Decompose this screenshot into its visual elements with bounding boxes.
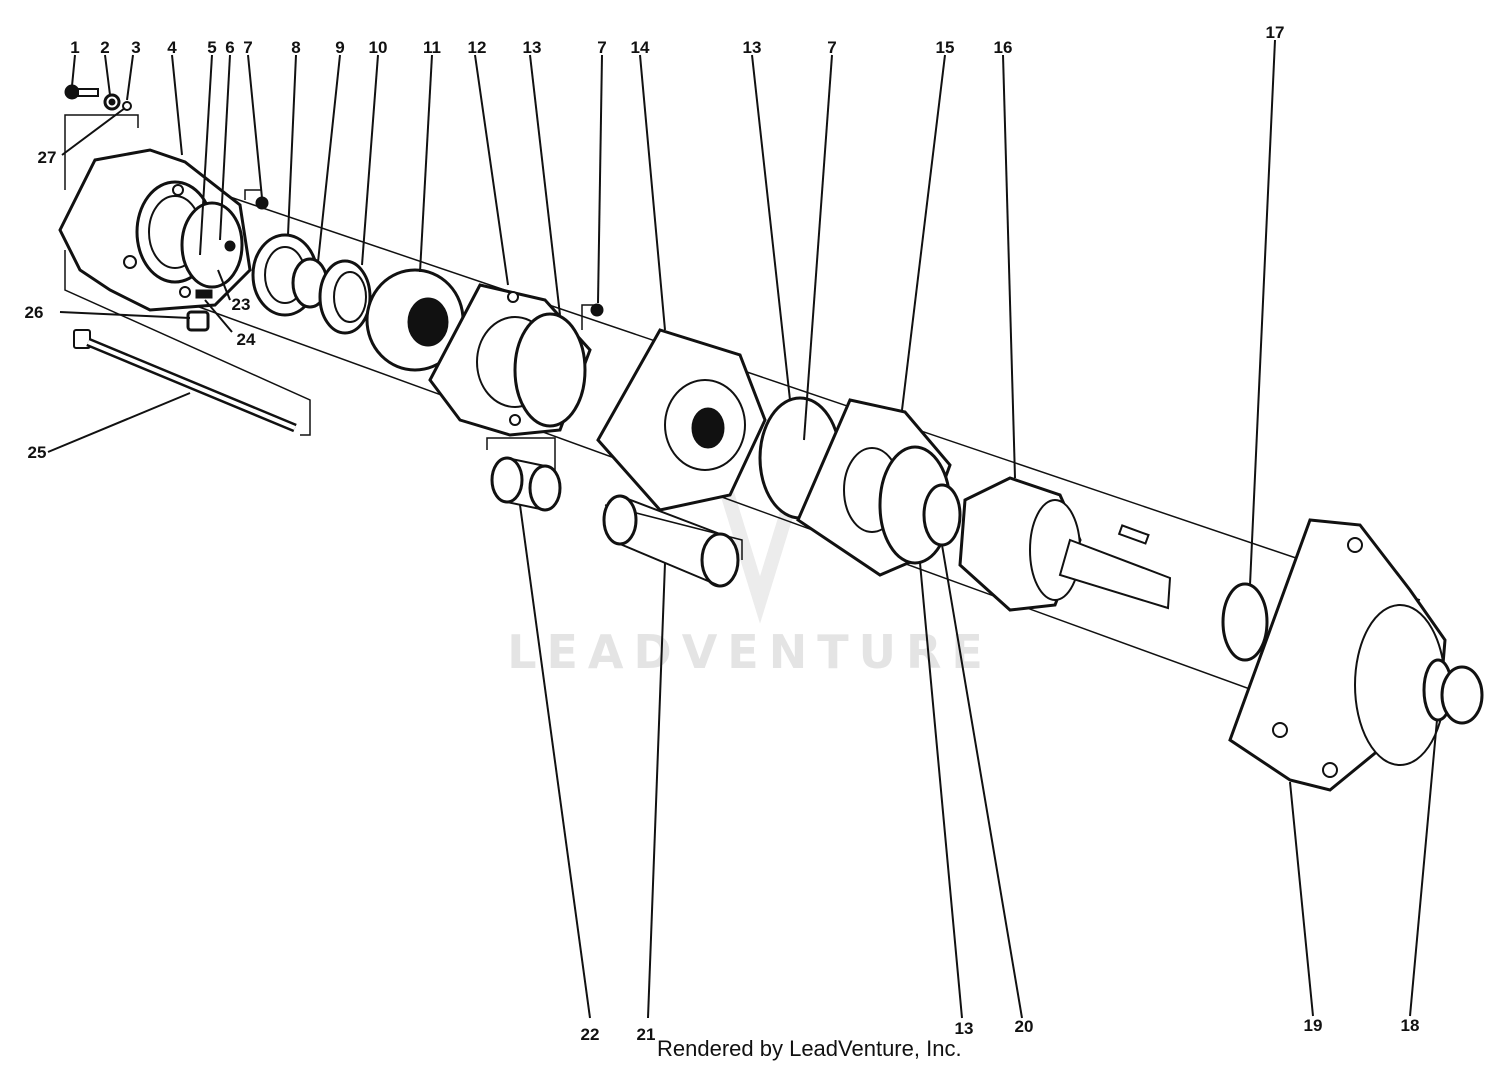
callout-26: 26 xyxy=(25,303,44,322)
part-19-flange xyxy=(1228,518,1447,792)
callout-17: 17 xyxy=(1266,23,1285,42)
part-26-plug xyxy=(186,310,210,332)
callout-21: 21 xyxy=(637,1025,656,1044)
callout-13a: 13 xyxy=(523,38,542,57)
callout-7a: 7 xyxy=(243,38,252,57)
assembly-axis-lines xyxy=(179,179,1421,701)
part-13-o-ring-a xyxy=(513,312,587,428)
callout-25: 25 xyxy=(28,443,47,462)
callout-7c: 7 xyxy=(827,38,836,57)
callout-14: 14 xyxy=(631,38,650,57)
callout-10: 10 xyxy=(369,38,388,57)
callout-13b: 13 xyxy=(743,38,762,57)
callout-13c: 13 xyxy=(955,1019,974,1038)
callout-labels: 1 2 3 4 5 6 7 8 9 10 11 12 13 7 14 13 7 … xyxy=(25,23,1420,1044)
callout-leaders xyxy=(47,39,1438,1019)
part-7-check-ball-a xyxy=(255,196,269,210)
callout-15: 15 xyxy=(936,38,955,57)
part-17-seal xyxy=(1221,582,1269,662)
callout-5: 5 xyxy=(207,38,216,57)
part-25-bolt xyxy=(73,329,297,433)
callout-8: 8 xyxy=(291,38,300,57)
part-14-manifold xyxy=(596,328,767,512)
callout-2: 2 xyxy=(100,38,109,57)
part-20-washer xyxy=(922,483,962,547)
part-11-rotor xyxy=(365,268,465,372)
callout-6: 6 xyxy=(225,38,234,57)
callout-12: 12 xyxy=(468,38,487,57)
callout-22: 22 xyxy=(581,1025,600,1044)
part-22-gear xyxy=(490,456,562,512)
part-6-pin xyxy=(224,240,236,252)
callout-1: 1 xyxy=(70,38,79,57)
part-16-shaft xyxy=(958,476,1172,612)
callout-27: 27 xyxy=(38,148,57,167)
callout-18: 18 xyxy=(1401,1016,1420,1035)
part-5-o-ring xyxy=(180,201,244,289)
part-2-plug xyxy=(103,93,121,111)
footer-credit: Rendered by LeadVenture, Inc. xyxy=(657,1036,962,1061)
callout-11: 11 xyxy=(423,38,441,57)
callout-19: 19 xyxy=(1304,1016,1323,1035)
callout-9: 9 xyxy=(335,38,344,57)
callout-7b: 7 xyxy=(597,38,606,57)
callout-23: 23 xyxy=(232,295,251,314)
part-18-nut xyxy=(1440,665,1484,725)
callout-16: 16 xyxy=(994,38,1013,57)
part-1-screw xyxy=(64,84,99,100)
callout-3: 3 xyxy=(131,38,140,57)
callout-4: 4 xyxy=(167,38,177,57)
callout-20: 20 xyxy=(1015,1017,1034,1036)
part-21-gear-shaft xyxy=(602,494,740,588)
part-10-bearing xyxy=(318,259,372,335)
part-24-spring xyxy=(195,289,213,299)
callout-24: 24 xyxy=(237,330,256,349)
part-7-check-ball-b xyxy=(590,303,604,317)
watermark-text: LEADVENTURE xyxy=(507,625,993,679)
